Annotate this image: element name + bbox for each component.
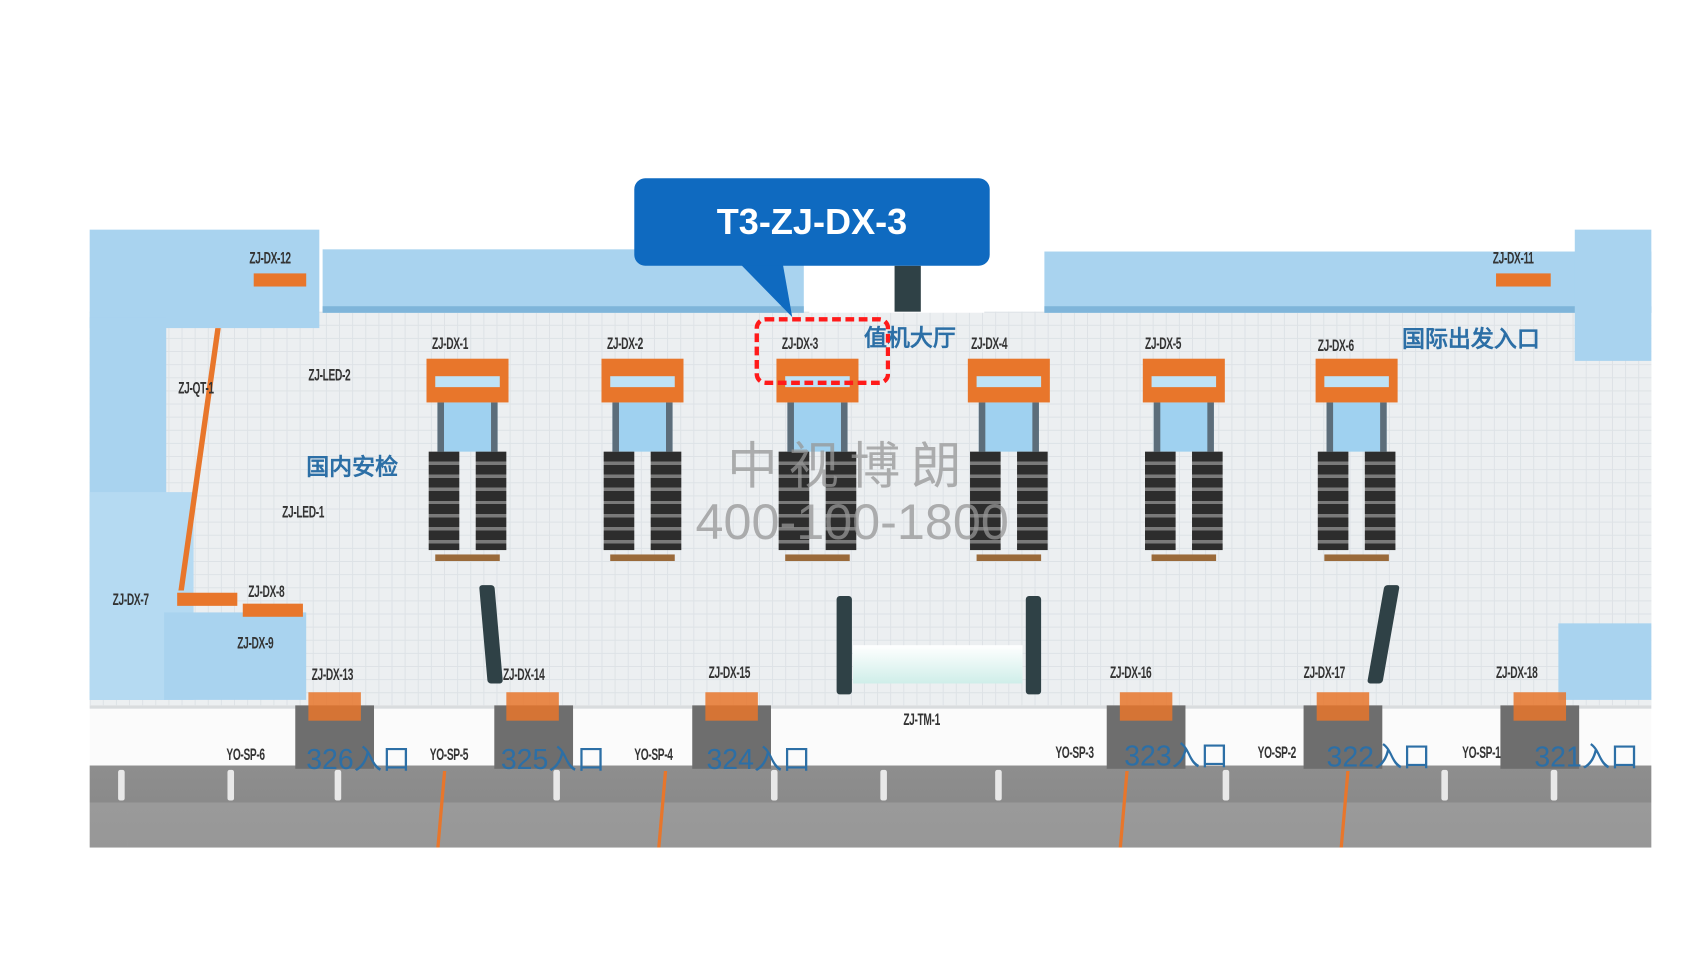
ad-spot-dx15: [705, 692, 758, 721]
bollard: [334, 769, 342, 801]
label-zj-led-1: ZJ-LED-1: [282, 503, 325, 522]
label-zj-qt-1: ZJ-QT-1: [178, 379, 214, 399]
checkin-island-1: [426, 358, 509, 562]
gate-label: 325入口: [500, 742, 606, 776]
label-zj-dx-18: ZJ-DX-18: [1496, 663, 1538, 683]
label-zj-dx-11: ZJ-DX-11: [1492, 249, 1534, 268]
se-block: [1558, 623, 1652, 700]
label-zj-dx-17: ZJ-DX-17: [1303, 663, 1346, 683]
label-zj-dx-16: ZJ-DX-16: [1110, 663, 1152, 683]
east-block: [1574, 229, 1652, 361]
label-zj-dx-4: ZJ-DX-4: [971, 334, 1008, 354]
gate-label: 323入口: [1124, 739, 1229, 773]
entrance-glass: [853, 645, 1023, 684]
ad-spot-dx17: [1316, 692, 1370, 721]
ad-spot-dx12: [253, 273, 307, 287]
label-sp: YO-SP-2: [1257, 743, 1297, 763]
label-domestic-security: 国内安检: [306, 454, 399, 481]
watermark-phone: 400-100-1800: [695, 493, 1009, 551]
checkin-island-4: [967, 358, 1050, 562]
label-zj-dx-14: ZJ-DX-14: [503, 666, 545, 685]
gate-label: 322入口: [1326, 740, 1431, 774]
location-callout: T3-ZJ-DX-3: [634, 178, 990, 266]
label-zj-dx-2: ZJ-DX-2: [606, 334, 644, 354]
ad-spot-dx8: [242, 603, 303, 617]
sw-block: [164, 612, 307, 700]
label-zj-dx-13: ZJ-DX-13: [311, 666, 354, 685]
gate-label: 324入口: [706, 742, 811, 776]
label-sp: YO-SP-4: [634, 745, 673, 765]
gate-kiosk: [1025, 596, 1042, 695]
gate-kiosk: [836, 596, 852, 695]
watermark-company: 中视博朗: [727, 437, 973, 495]
ad-spot-dx16: [1119, 692, 1173, 721]
bollard: [995, 769, 1002, 801]
highlight-box: [754, 317, 891, 385]
label-checkin-hall: 值机大厅: [863, 325, 956, 352]
bollard: [1222, 769, 1230, 801]
label-zj-dx-8: ZJ-DX-8: [248, 582, 285, 602]
gate-label: 321入口: [1534, 740, 1639, 774]
bollard: [227, 769, 235, 801]
label-zj-led-2: ZJ-LED-2: [308, 366, 351, 385]
label-sp: YO-SP-5: [429, 745, 469, 765]
label-zj-tm-1: ZJ-TM-1: [903, 710, 940, 730]
checkin-island-2: [601, 358, 684, 562]
ad-spot-dx11: [1496, 273, 1551, 287]
bollard: [880, 769, 887, 801]
label-zj-dx-6: ZJ-DX-6: [1317, 336, 1354, 356]
label-zj-dx-7: ZJ-DX-7: [112, 590, 149, 610]
label-zj-dx-9: ZJ-DX-9: [237, 634, 274, 653]
bollard: [118, 769, 125, 801]
screen: [894, 265, 921, 312]
label-zj-dx-3: ZJ-DX-3: [781, 334, 818, 354]
label-zj-dx-5: ZJ-DX-5: [1144, 334, 1182, 354]
label-sp: YO-SP-1: [1462, 743, 1501, 763]
checkin-island-6: [1315, 358, 1398, 562]
label-zj-dx-12: ZJ-DX-12: [249, 249, 291, 268]
label-zj-dx-1: ZJ-DX-1: [431, 334, 469, 354]
ad-spot-dx13: [308, 692, 361, 721]
label-sp: YO-SP-3: [1055, 743, 1094, 763]
north-wall-right: [1044, 251, 1652, 313]
ad-spot-dx7: [177, 592, 238, 606]
label-sp: YO-SP-6: [226, 745, 265, 765]
label-intl-departure: 国际出发入口: [1401, 326, 1540, 353]
bollard: [1550, 769, 1558, 801]
ad-spot-dx14: [506, 692, 559, 721]
label-zj-dx-15: ZJ-DX-15: [708, 663, 751, 683]
ad-spot-dx18: [1513, 692, 1567, 721]
curb: [89, 765, 1652, 848]
bollard: [1441, 769, 1448, 801]
gate-label: 326入口: [306, 742, 411, 776]
bollard: [770, 769, 778, 801]
checkin-island-5: [1142, 358, 1225, 562]
bollard: [553, 769, 560, 801]
